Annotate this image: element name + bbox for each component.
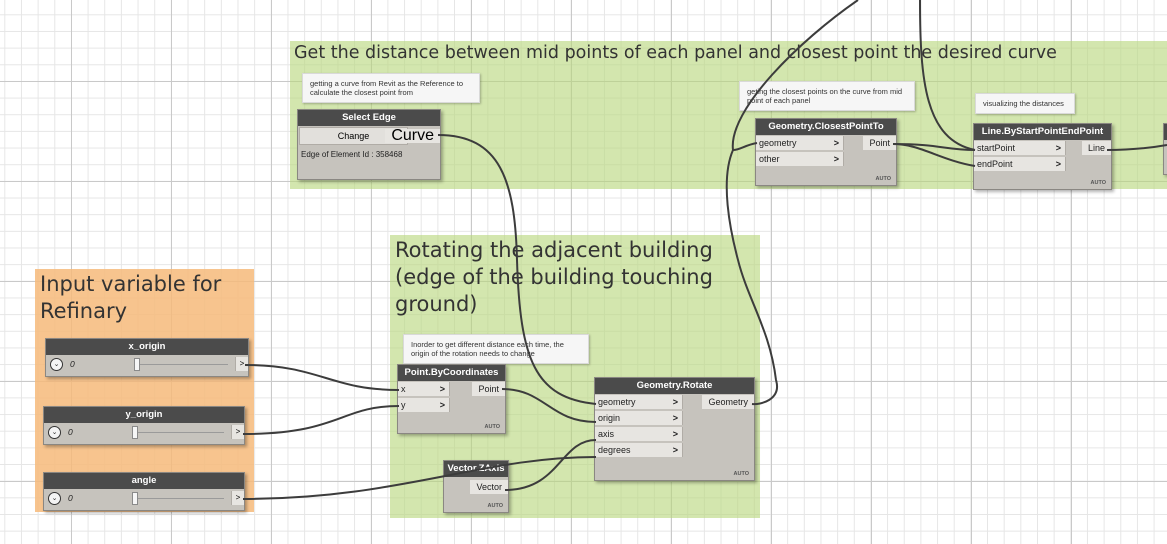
node-line-title: Line.ByStartPointEndPoint: [974, 124, 1111, 140]
input-geometry[interactable]: geometry >: [595, 395, 683, 409]
slider-value: 0: [68, 427, 73, 437]
chevron-right-icon: >: [672, 429, 678, 439]
input-end-point-label: endPoint: [977, 159, 1013, 169]
lacing-label: AUTO: [484, 424, 500, 430]
slider-track[interactable]: [136, 364, 228, 365]
group-rotating-title: Rotating the adjacent building (edge of …: [395, 238, 713, 316]
input-origin-label: origin: [598, 413, 621, 423]
node-closest-point-to[interactable]: Geometry.ClosestPointTo geometry> Point …: [755, 118, 897, 186]
input-origin[interactable]: origin >: [595, 411, 683, 425]
chevron-right-icon: >: [672, 413, 678, 423]
input-geometry-label: geometry: [759, 138, 797, 148]
slider-thumb[interactable]: [132, 426, 138, 439]
slider-x-origin[interactable]: x_origin ⌄ 0 >: [45, 338, 249, 377]
output-curve[interactable]: Curve: [385, 128, 440, 144]
slider-value: 0: [68, 493, 73, 503]
chevron-down-icon[interactable]: ⌄: [48, 426, 61, 439]
slider-thumb[interactable]: [134, 358, 140, 371]
slider-value: 0: [70, 359, 75, 369]
chevron-down-icon[interactable]: ⌄: [48, 492, 61, 505]
input-end-point[interactable]: endPoint >: [974, 157, 1066, 171]
slider-angle[interactable]: angle ⌄ 0 >: [43, 472, 245, 511]
output-geometry[interactable]: Geometry: [702, 395, 754, 409]
chevron-right-icon: >: [439, 384, 445, 394]
node-offscreen[interactable]: [1163, 123, 1167, 175]
lacing-label: AUTO: [1090, 180, 1106, 186]
wire-x-origin: [244, 364, 400, 391]
input-x-label: x: [401, 384, 406, 394]
slider-angle-title: angle: [44, 473, 244, 489]
chevron-right-icon: >: [1055, 159, 1061, 169]
slider-output-port[interactable]: >: [231, 425, 244, 439]
node-point-title: Point.ByCoordinates: [398, 365, 505, 381]
slider-track[interactable]: [134, 432, 224, 433]
slider-thumb[interactable]: [132, 492, 138, 505]
output-vector[interactable]: Vector: [470, 480, 508, 494]
output-line[interactable]: Line: [1081, 141, 1111, 155]
input-start-point[interactable]: startPoint >: [974, 141, 1066, 155]
input-other-label: other: [759, 154, 780, 164]
note-rotation-origin[interactable]: Inorder to get different distance each t…: [403, 334, 589, 364]
chevron-right-icon: >: [439, 400, 445, 410]
node-offscreen-header: [1164, 124, 1167, 140]
lacing-label: AUTO: [487, 503, 503, 509]
output-point[interactable]: Point: [472, 382, 505, 396]
slider-output-port[interactable]: >: [231, 491, 244, 505]
group-input-title: Input variable for Refinary: [40, 272, 222, 323]
group-input[interactable]: Input variable for Refinary: [35, 269, 254, 512]
node-closest-point-to-title: Geometry.ClosestPointTo: [756, 119, 896, 135]
chevron-right-icon: >: [1055, 143, 1061, 153]
input-axis-label: axis: [598, 429, 615, 439]
input-degrees[interactable]: degrees >: [595, 443, 683, 457]
chevron-down-icon[interactable]: ⌄: [50, 358, 63, 371]
node-point-by-coordinates[interactable]: Point.ByCoordinates x> Point y> AUTO: [397, 364, 506, 434]
node-geometry-rotate[interactable]: Geometry.Rotate geometry > Geometry origi…: [594, 377, 755, 481]
chevron-right-icon: >: [672, 397, 678, 407]
node-select-edge-title: Select Edge: [298, 110, 440, 126]
slider-y-origin[interactable]: y_origin ⌄ 0 >: [43, 406, 245, 445]
note-select-edge[interactable]: getting a curve from Revit as the Refere…: [302, 73, 480, 103]
element-id-label: Edge of Element Id : 358468: [301, 150, 403, 159]
slider-y-origin-title: y_origin: [44, 407, 244, 423]
output-point[interactable]: Point: [863, 136, 896, 150]
wire-y-origin: [242, 405, 400, 435]
input-axis[interactable]: axis >: [595, 427, 683, 441]
node-select-edge[interactable]: Select Edge Change Curve Edge of Element…: [297, 109, 441, 180]
input-degrees-label: degrees: [598, 445, 631, 455]
input-y-label: y: [401, 400, 406, 410]
slider-track[interactable]: [134, 498, 224, 499]
note-visualizing[interactable]: visualizing the distances: [975, 93, 1075, 114]
input-y[interactable]: y>: [398, 398, 450, 412]
slider-x-origin-title: x_origin: [46, 339, 248, 355]
lacing-label: AUTO: [875, 176, 891, 182]
node-vector-zaxis[interactable]: Vector.ZAxis Vector AUTO: [443, 460, 509, 513]
input-geometry[interactable]: geometry >: [756, 136, 844, 150]
chevron-right-icon: >: [672, 445, 678, 455]
group-distance-title: Get the distance between mid points of e…: [294, 43, 1057, 63]
note-closest-point[interactable]: geting the closest points on the curve f…: [739, 81, 915, 111]
input-geometry-label: geometry: [598, 397, 636, 407]
input-x[interactable]: x>: [398, 382, 450, 396]
node-rotate-title: Geometry.Rotate: [595, 378, 754, 394]
chevron-right-icon: >: [833, 138, 839, 148]
lacing-label: AUTO: [733, 471, 749, 477]
input-other[interactable]: other >: [756, 152, 844, 166]
node-line-by-start-end[interactable]: Line.ByStartPointEndPoint startPoint > Li…: [973, 123, 1112, 190]
slider-output-port[interactable]: >: [235, 357, 248, 371]
node-zaxis-title: Vector.ZAxis: [444, 461, 508, 477]
input-start-point-label: startPoint: [977, 143, 1016, 153]
chevron-right-icon: >: [833, 154, 839, 164]
